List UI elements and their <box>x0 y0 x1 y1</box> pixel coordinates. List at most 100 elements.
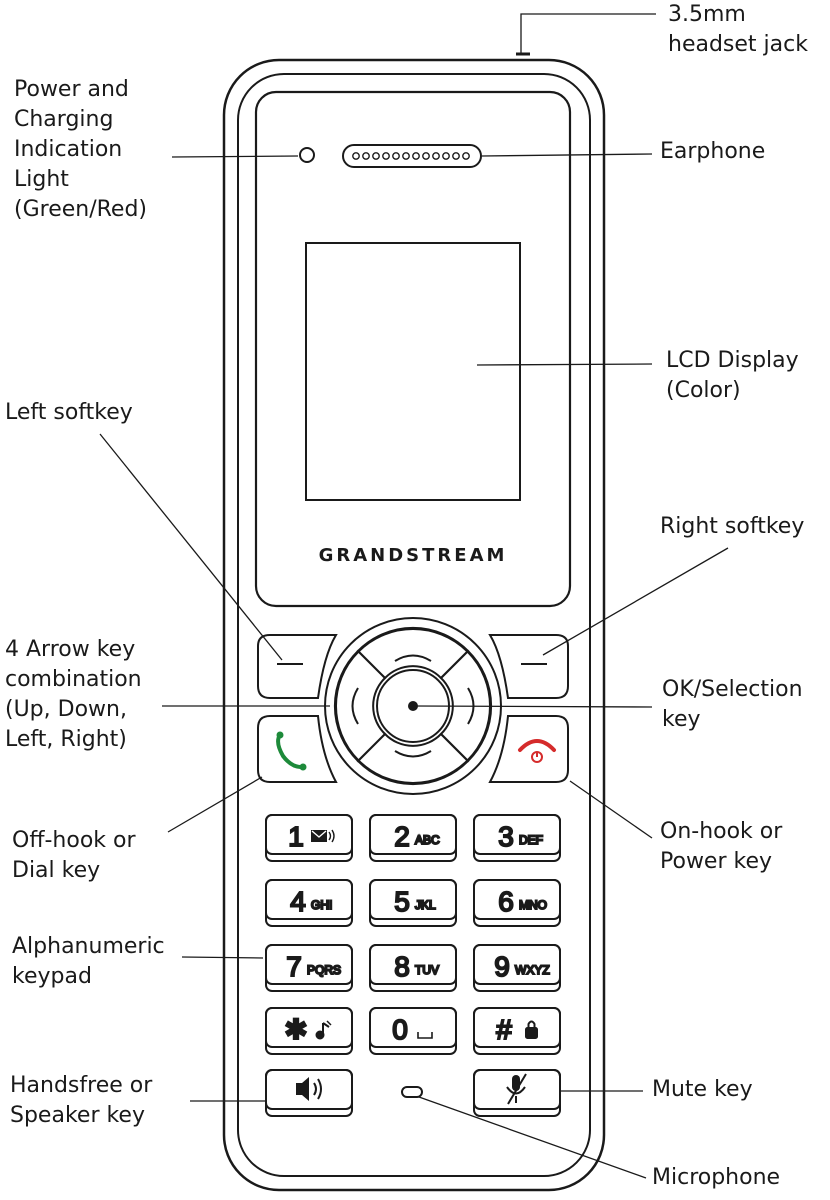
keypad-key-face <box>265 814 353 855</box>
keypad-digit: 5 <box>394 886 410 917</box>
leader-power-light <box>171 155 299 158</box>
keypad-digit: 0 <box>392 1014 408 1045</box>
keypad-key-face <box>369 879 457 920</box>
screen-panel <box>254 90 572 608</box>
earphone-hole <box>432 152 440 160</box>
voicemail-icon <box>311 829 335 843</box>
label-line: LCD Display <box>666 348 799 373</box>
leader-offhook <box>167 776 263 833</box>
leader-lcd <box>476 363 653 366</box>
right-softkey[interactable] <box>488 634 569 699</box>
leader-keypad <box>181 956 264 959</box>
keypad-letters: GHI <box>311 898 332 912</box>
label-microphone: Microphone <box>652 1163 780 1193</box>
keypad-digit: 7 <box>286 951 302 982</box>
keypad-key-face <box>265 1007 353 1048</box>
label-line: Right softkey <box>660 514 805 539</box>
leader-onhook <box>569 780 653 839</box>
label-line: Mute key <box>652 1077 753 1102</box>
keypad-digit: 9 <box>494 951 510 982</box>
leader-ok-key <box>414 705 653 708</box>
leader-earphone <box>481 153 653 157</box>
keypad-digit: 3 <box>498 821 514 852</box>
keypad-digit: 6 <box>498 886 514 917</box>
label-line: Handsfree or <box>10 1073 153 1098</box>
ok-key-dot <box>408 701 418 711</box>
label-line: (Up, Down, <box>5 697 127 722</box>
keypad-key[interactable]: 1 <box>265 814 353 862</box>
label-line: (Color) <box>666 378 741 403</box>
earphone-hole <box>372 152 380 160</box>
leader-headset-jack <box>520 13 656 54</box>
power-indicator-light <box>299 147 315 163</box>
microphone-hole <box>401 1086 423 1098</box>
keypad-key[interactable]: ✱ <box>265 1007 353 1055</box>
label-right-softkey: Right softkey <box>660 512 804 542</box>
label-line: combination <box>5 667 142 692</box>
keypad-key-face <box>473 1007 561 1048</box>
keypad-key[interactable]: 9 WXYZ <box>473 944 561 992</box>
hangup-key[interactable] <box>488 715 569 783</box>
label-headset-jack: 3.5mm headset jack <box>668 0 808 60</box>
leader-right-softkey <box>542 547 729 656</box>
handset-outer-body <box>222 58 606 1192</box>
earphone-hole <box>402 152 410 160</box>
dial-phone-icon <box>276 733 305 770</box>
earphone-hole <box>382 152 390 160</box>
earphone-holes <box>352 152 470 160</box>
keypad-key-face <box>265 879 353 920</box>
label-line: Power and <box>14 77 129 102</box>
keypad-key-face <box>369 814 457 855</box>
earphone-hole <box>422 152 430 160</box>
label-line: OK/Selection <box>662 677 803 702</box>
keypad-letters: TUV <box>415 963 439 977</box>
dial-phone-icon-mouthpiece <box>299 763 307 771</box>
label-earphone: Earphone <box>660 137 765 167</box>
keypad-key-face <box>473 944 561 985</box>
label-line: Left, Right) <box>5 727 127 752</box>
keypad-key[interactable]: 6 MNO <box>473 879 561 927</box>
leader-left-softkey <box>99 433 283 661</box>
label-line: headset jack <box>668 32 808 57</box>
keypad-key[interactable]: # <box>473 1007 561 1055</box>
keypad-digit: # <box>496 1014 512 1045</box>
lock-icon <box>525 1020 538 1039</box>
label-line: key <box>662 707 701 732</box>
keypad-key-face <box>369 1007 457 1048</box>
keypad-letters: MNO <box>519 898 547 912</box>
speaker-key[interactable] <box>265 1069 353 1110</box>
earphone-hole <box>352 152 360 160</box>
arrow-left-icon <box>351 687 359 725</box>
dial-key[interactable] <box>257 715 338 783</box>
keypad-key[interactable]: 0 <box>369 1007 457 1055</box>
left-softkey[interactable] <box>257 634 338 699</box>
label-line: Light <box>14 167 69 192</box>
mute-key[interactable] <box>473 1069 561 1110</box>
arrow-down-icon <box>394 750 432 758</box>
hangup-phone-icon <box>518 739 556 752</box>
lcd-display[interactable] <box>305 242 521 501</box>
label-line: Charging <box>14 107 114 132</box>
keypad-letters: DEF <box>519 833 543 847</box>
keypad-key-face <box>265 944 353 985</box>
label-line: keypad <box>12 964 92 989</box>
label-line: Dial key <box>12 858 101 883</box>
label-lcd-display: LCD Display (Color) <box>666 346 799 406</box>
earphone-hole <box>462 152 470 160</box>
nav-segment-left[interactable] <box>333 649 387 763</box>
keypad-letters: WXYZ <box>515 963 550 977</box>
keypad-key[interactable]: 3 DEF <box>473 814 561 862</box>
label-line: Power key <box>660 849 773 874</box>
label-line: 3.5mm <box>668 2 746 27</box>
callout-lines <box>99 13 729 1179</box>
earphone-hole <box>442 152 450 160</box>
